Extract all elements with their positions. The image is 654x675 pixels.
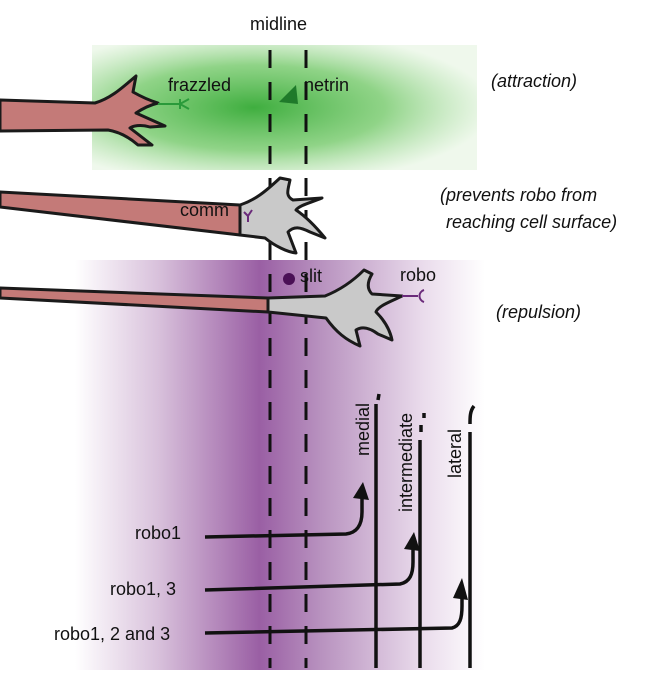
robo1-3-label: robo1, 3 (110, 579, 177, 599)
axon-robo1-2-3-path (204, 578, 468, 635)
repulsion-band (75, 260, 485, 670)
comm-receptor-icon (243, 209, 253, 222)
slit-label: slit (300, 266, 322, 286)
attraction-label: (attraction) (491, 71, 578, 91)
attraction-band (92, 45, 477, 170)
axon-robo (0, 268, 425, 348)
robo1-label: robo1 (135, 523, 182, 543)
intermediate-label: intermediate (396, 412, 416, 512)
robo1-2-3-label: robo1, 2 and 3 (54, 624, 171, 644)
axon-comm (0, 176, 327, 255)
comm-label: comm (180, 200, 229, 220)
robo-label: robo (400, 265, 437, 285)
frazzled-receptor-icon (158, 98, 190, 110)
netrin-icon (279, 85, 298, 104)
medial-label: medial (353, 402, 373, 456)
prevents-label-line2: reaching cell surface) (446, 212, 618, 232)
robo-receptor-icon (402, 289, 425, 303)
frazzled-label: frazzled (168, 75, 232, 95)
arrow-head-icon (453, 578, 468, 600)
arrow-head-icon (404, 532, 420, 551)
tract-medial (374, 393, 381, 668)
midline-label: midline (250, 14, 308, 34)
repulsion-label: (repulsion) (496, 302, 582, 322)
tract-lateral (468, 404, 476, 668)
axon-robo1-path (204, 482, 369, 539)
axon-robo1-3-path (204, 532, 420, 592)
lateral-label: lateral (445, 428, 465, 478)
arrow-head-icon (353, 482, 369, 500)
slit-icon (283, 273, 295, 285)
netrin-label: netrin (304, 75, 350, 95)
prevents-label-line1: (prevents robo from (440, 185, 598, 205)
axon-attraction (0, 74, 190, 147)
